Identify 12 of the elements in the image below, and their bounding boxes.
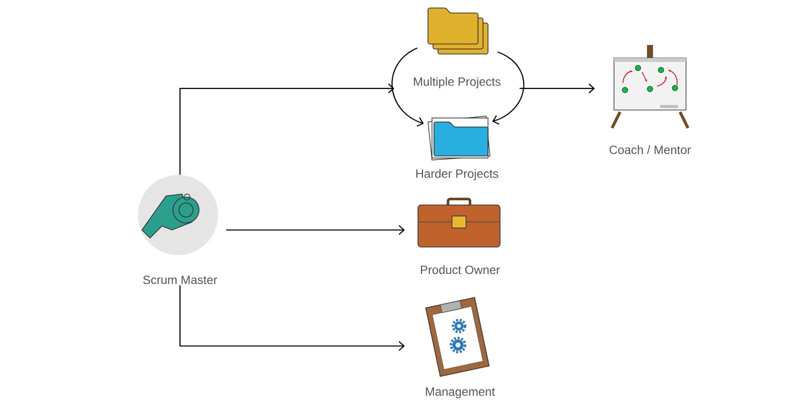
node-label: Scrum Master [143,276,218,284]
node-label: Product Owner [420,265,500,274]
node-label: Coach / Mentor [610,145,691,154]
node-label: Harder Projects [416,169,498,180]
node-label: Multiple Projects [414,77,501,88]
node-label: Management [426,388,495,398]
arrow [179,84,394,175]
arrow [226,225,405,235]
arrow [520,84,595,94]
arrow [492,52,524,125]
arrow [179,285,405,351]
arrow [392,48,424,127]
